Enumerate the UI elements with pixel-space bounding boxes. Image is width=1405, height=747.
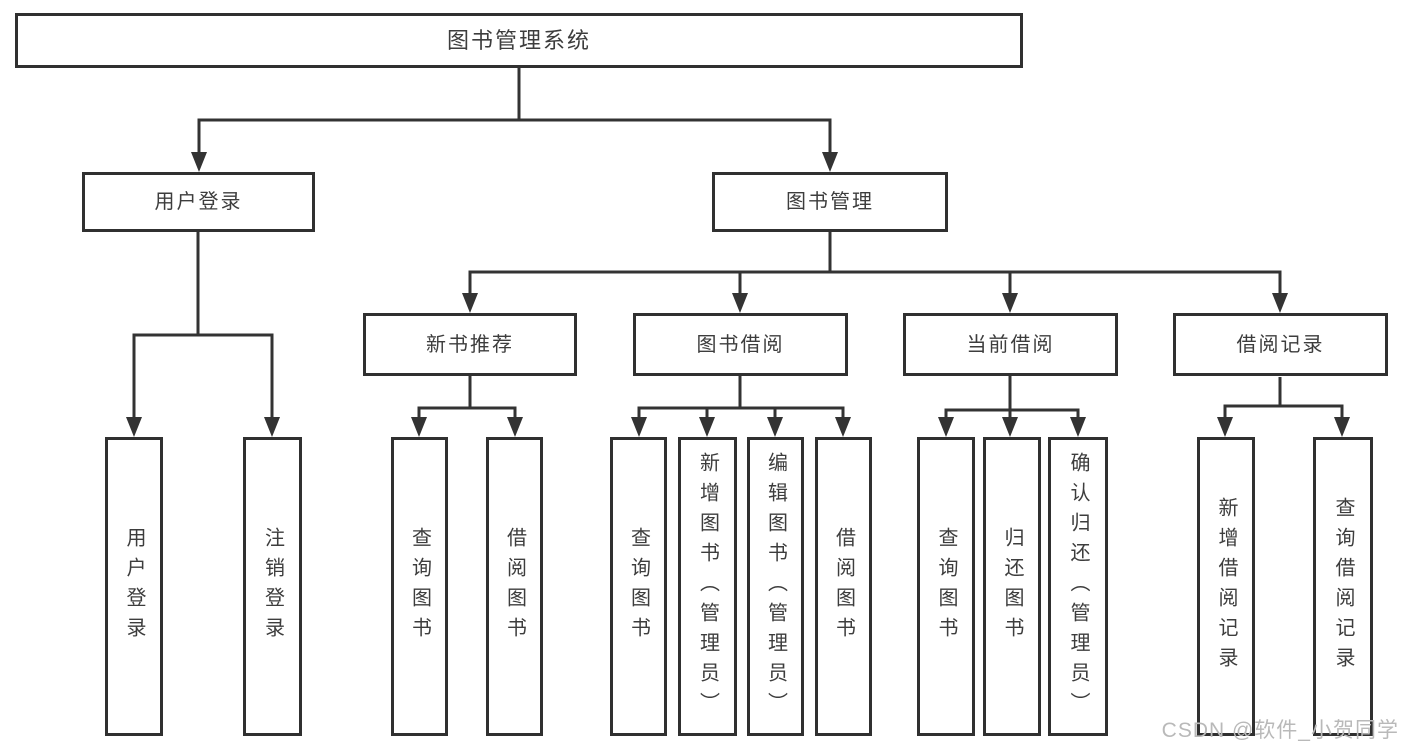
node-root: 图书管理系统 [15, 13, 1023, 68]
node-user-login: 用户登录 [82, 172, 315, 232]
arrowhead-down-icon [1002, 417, 1018, 437]
node-current-borrowing: 当前借阅 [903, 313, 1118, 376]
node-leaf-logout: 注销登录 [243, 437, 302, 736]
arrowhead-down-icon [1217, 417, 1233, 437]
node-leaf-borrow-book-1: 借阅图书 [486, 437, 543, 736]
arrowhead-down-icon [1002, 293, 1018, 313]
arrowhead-down-icon [732, 293, 748, 313]
node-book-borrowing: 图书借阅 [633, 313, 848, 376]
arrowhead-down-icon [938, 417, 954, 437]
node-book-management: 图书管理 [712, 172, 948, 232]
node-leaf-confirm-return: 确认归还（管理员） [1048, 437, 1108, 736]
node-leaf-return-book: 归还图书 [983, 437, 1041, 736]
arrowhead-down-icon [699, 417, 715, 437]
node-new-book-recommend: 新书推荐 [363, 313, 577, 376]
arrowhead-down-icon [1272, 293, 1288, 313]
arrowhead-down-icon [822, 152, 838, 172]
node-leaf-add-book: 新增图书（管理员） [678, 437, 737, 736]
arrowhead-down-icon [462, 293, 478, 313]
arrowhead-down-icon [1070, 417, 1086, 437]
arrowhead-down-icon [767, 417, 783, 437]
node-leaf-edit-book: 编辑图书（管理员） [747, 437, 804, 736]
node-leaf-query-book-2: 查询图书 [610, 437, 667, 736]
node-leaf-user-login: 用户登录 [105, 437, 163, 736]
arrowhead-down-icon [191, 152, 207, 172]
arrowhead-down-icon [126, 417, 142, 437]
arrowhead-down-icon [264, 417, 280, 437]
node-leaf-query-borrow-record: 查询借阅记录 [1313, 437, 1373, 736]
node-leaf-query-book-3: 查询图书 [917, 437, 975, 736]
node-leaf-borrow-book-2: 借阅图书 [815, 437, 872, 736]
node-borrowing-records: 借阅记录 [1173, 313, 1388, 376]
node-leaf-query-book-1: 查询图书 [391, 437, 448, 736]
arrowhead-down-icon [1334, 417, 1350, 437]
arrowhead-down-icon [411, 417, 427, 437]
arrowhead-down-icon [507, 417, 523, 437]
csdn-watermark: CSDN @软件_小贺同学 [1161, 719, 1399, 742]
node-leaf-add-borrow-record: 新增借阅记录 [1197, 437, 1255, 736]
arrowhead-down-icon [631, 417, 647, 437]
arrowhead-down-icon [835, 417, 851, 437]
